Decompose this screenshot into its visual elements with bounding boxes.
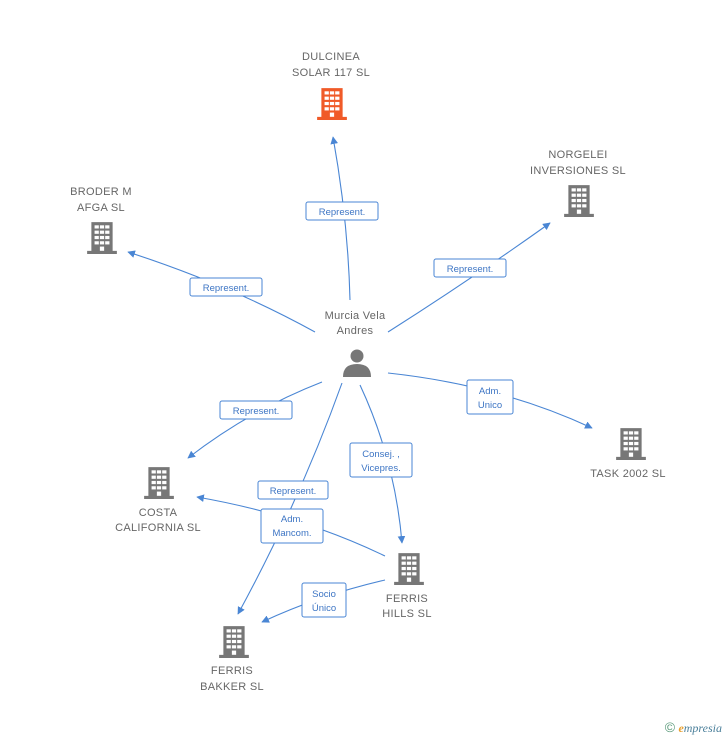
building-icon <box>394 553 424 585</box>
person-icon <box>343 349 371 377</box>
edge-label[interactable]: Represent. <box>257 480 329 500</box>
svg-text:DULCINEA: DULCINEA <box>302 51 360 63</box>
brand-logo: empresia <box>678 721 722 735</box>
svg-text:BAKKER SL: BAKKER SL <box>200 681 264 693</box>
edge-label[interactable]: Consej. , Vicepres. <box>349 442 413 478</box>
company-node-dulcinea[interactable]: DULCINEA SOLAR 117 SL <box>292 51 370 120</box>
svg-text:Consej. ,: Consej. , <box>362 449 400 460</box>
svg-text:Represent.: Represent. <box>270 486 316 497</box>
company-node-broder[interactable]: BRODER M AFGA SL <box>70 186 132 254</box>
building-icon <box>219 626 249 658</box>
copyright-icon: © <box>664 719 676 735</box>
company-node-ferris-hills[interactable]: FERRIS HILLS SL <box>382 553 431 620</box>
company-node-norgelei[interactable]: NORGELEI INVERSIONES SL <box>530 149 626 217</box>
svg-text:Vicepres.: Vicepres. <box>361 463 400 474</box>
edge-label[interactable]: Represent. <box>189 277 263 297</box>
edge-label[interactable]: Adm. Unico <box>466 379 514 415</box>
svg-text:CALIFORNIA SL: CALIFORNIA SL <box>115 522 201 534</box>
svg-text:NORGELEI: NORGELEI <box>548 149 607 161</box>
svg-text:Socio: Socio <box>312 589 336 600</box>
company-node-ferris-bakker[interactable]: FERRIS BAKKER SL <box>200 626 264 693</box>
edge-label[interactable]: Represent. <box>433 258 507 278</box>
edge-label[interactable]: Represent. <box>219 400 293 420</box>
company-node-costa[interactable]: COSTA CALIFORNIA SL <box>115 467 201 534</box>
svg-text:FERRIS: FERRIS <box>211 665 253 677</box>
building-icon <box>144 467 174 499</box>
svg-text:Represent.: Represent. <box>233 406 279 417</box>
svg-text:Represent.: Represent. <box>319 207 365 218</box>
svg-text:Represent.: Represent. <box>203 283 249 294</box>
edge-label[interactable]: Socio Único <box>301 582 347 618</box>
building-icon <box>87 222 117 254</box>
svg-text:Único: Único <box>312 603 336 614</box>
svg-text:Mancom.: Mancom. <box>272 528 311 539</box>
svg-text:Adm.: Adm. <box>479 386 501 397</box>
svg-text:Represent.: Represent. <box>447 264 493 275</box>
center-person-node[interactable]: Murcia Vela Andres <box>325 310 386 377</box>
svg-text:FERRIS: FERRIS <box>386 593 428 605</box>
svg-text:Adm.: Adm. <box>281 514 303 525</box>
edge-line-costa <box>187 381 323 459</box>
building-icon <box>564 185 594 217</box>
svg-text:INVERSIONES SL: INVERSIONES SL <box>530 165 626 177</box>
svg-text:HILLS SL: HILLS SL <box>382 608 431 620</box>
footer-branding: © empresia <box>665 719 722 736</box>
svg-text:SOLAR 117 SL: SOLAR 117 SL <box>292 67 370 79</box>
edge-label[interactable]: Adm. Mancom. <box>260 508 324 544</box>
edge-labels: Represent. Represent. Represent. Adm. Un… <box>189 201 514 618</box>
edge-label[interactable]: Represent. <box>305 201 379 221</box>
building-icon <box>317 88 347 120</box>
person-name-line2: Andres <box>337 325 374 337</box>
company-node-task[interactable]: TASK 2002 SL <box>590 428 666 480</box>
svg-text:BRODER M: BRODER M <box>70 186 132 198</box>
svg-text:TASK 2002 SL: TASK 2002 SL <box>590 468 666 480</box>
edge-line-norgelei <box>387 222 551 333</box>
svg-text:Unico: Unico <box>478 400 502 411</box>
svg-text:COSTA: COSTA <box>139 507 178 519</box>
person-name-line1: Murcia Vela <box>325 310 386 322</box>
building-icon <box>616 428 646 460</box>
svg-text:AFGA SL: AFGA SL <box>77 202 125 214</box>
